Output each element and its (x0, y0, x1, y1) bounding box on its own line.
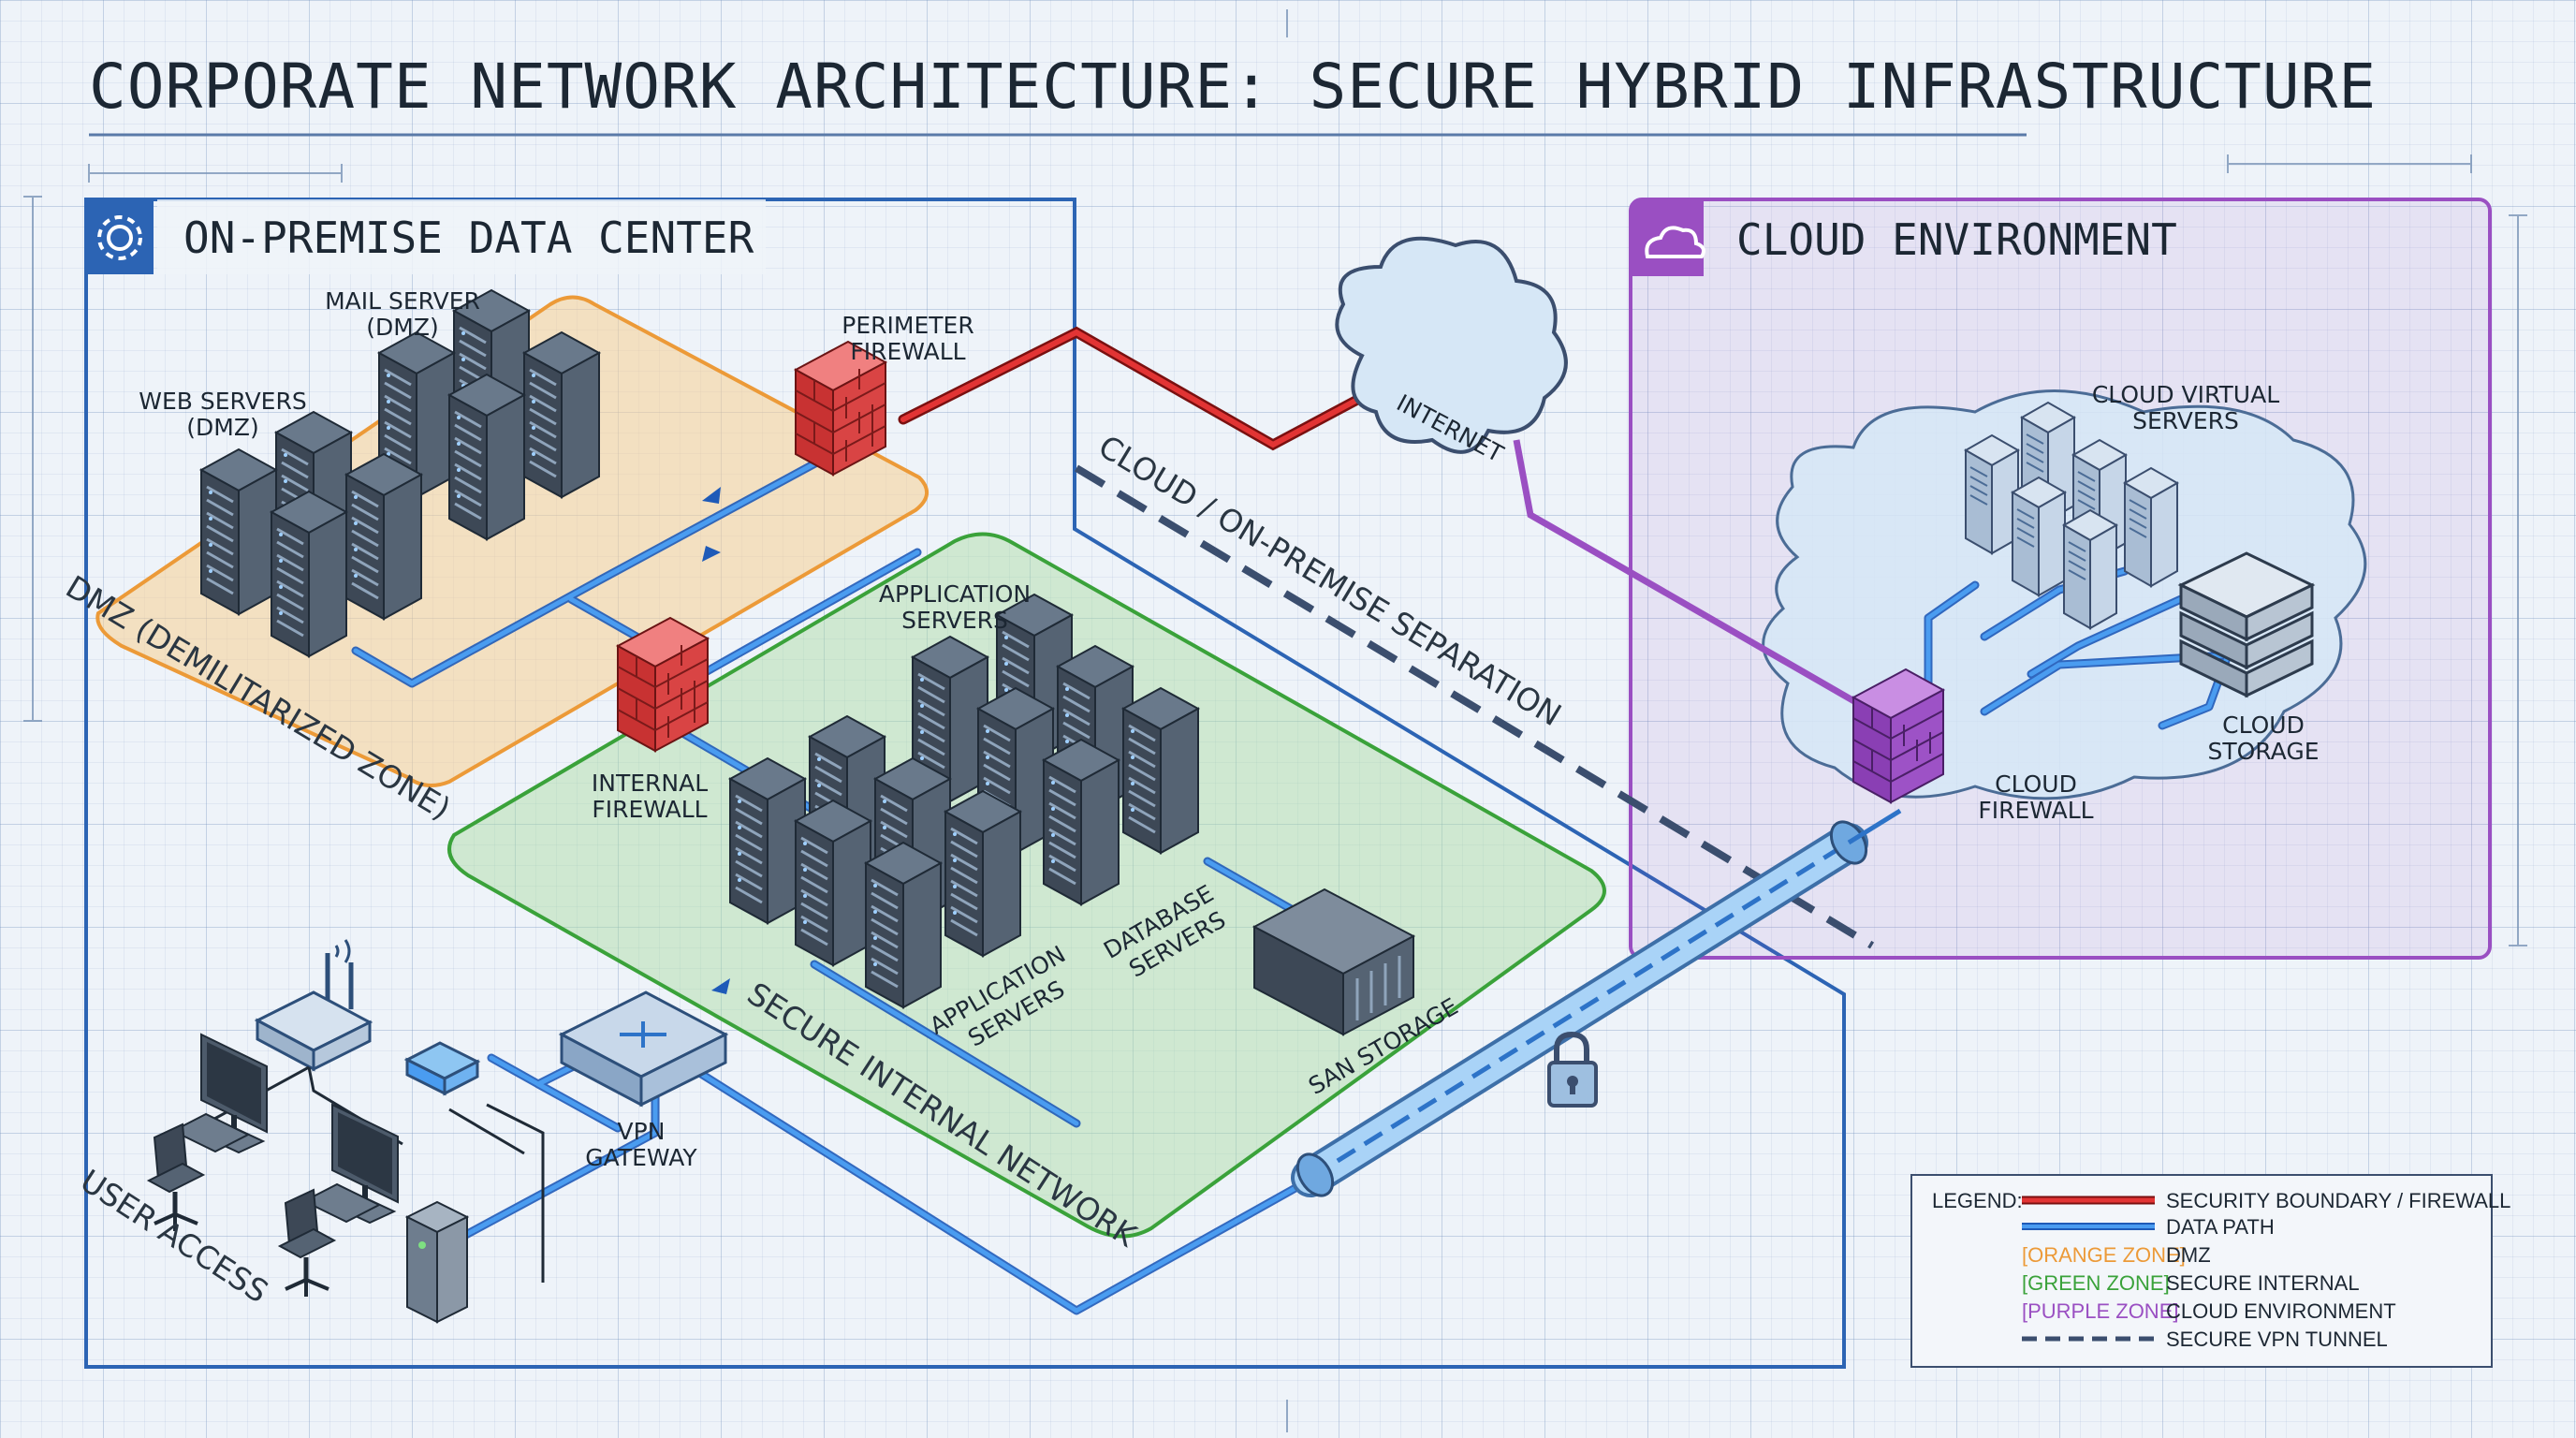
legend-item-internal: SECURE INTERNAL (2166, 1271, 2360, 1295)
app-servers-top-sublabel: SERVERS (901, 607, 1008, 634)
internet-link-outline (898, 326, 1419, 451)
legend-item-firewall: SECURITY BOUNDARY / FIREWALL (2166, 1189, 2510, 1212)
dmz-zone (95, 295, 929, 787)
internal-zone (447, 532, 1606, 1239)
data-paths (353, 456, 2231, 1313)
lock-icon (1547, 1031, 1598, 1108)
legend: LEGEND: SECURITY BOUNDARY / FIREWALL DAT… (1910, 1174, 2510, 1368)
legend-tag-dmz: [ORANGE ZONE] (2022, 1243, 2186, 1267)
cloud-firewall-label: CLOUD (1995, 770, 2077, 798)
perimeter-firewall-sublabel: FIREWALL (850, 338, 965, 365)
flow-arrows (702, 487, 730, 994)
app-servers-top-label: APPLICATION (879, 580, 1031, 608)
vpn-tunnel (1291, 808, 1902, 1197)
vpn-gateway-label: VPN (618, 1118, 666, 1145)
perimeter-firewall-label: PERIMETER (842, 312, 973, 339)
legend-item-data-path: DATA PATH (2166, 1215, 2275, 1239)
wifi-router (254, 939, 373, 1072)
cloud-vs-label: CLOUD VIRTUAL (2092, 381, 2279, 408)
cloud-link (1513, 439, 1874, 715)
desktop-tower (404, 1200, 470, 1324)
keyboard-1 (170, 1112, 251, 1153)
legend-tag-cloud: [PURPLE ZONE] (2022, 1299, 2178, 1323)
vpn-gateway-sublabel: GATEWAY (585, 1144, 697, 1171)
cloud-icon (1645, 226, 1705, 258)
legend-heading: LEGEND: (1932, 1189, 2023, 1212)
onprem-zone-title: ON-PREMISE DATA CENTER (183, 213, 754, 263)
separation-line (1074, 464, 1875, 949)
network-switch (403, 1041, 481, 1096)
internet-cloud (1335, 236, 1568, 454)
cloud-zone-title: CLOUD ENVIRONMENT (1736, 214, 2177, 265)
legend-tag-internal: [GREEN ZONE] (2022, 1271, 2170, 1295)
gear-icon-bg (86, 199, 154, 274)
cloud-storage (2177, 551, 2316, 698)
web-servers-sublabel: (DMZ) (186, 414, 258, 441)
database-servers (1042, 738, 1120, 906)
mail-server-label: MAIL SERVER (325, 287, 480, 315)
cloud-storage-sublabel: STORAGE (2207, 738, 2319, 765)
onprem-zone-border (84, 198, 1846, 1369)
cloud-vs-sublabel: SERVERS (2132, 407, 2239, 434)
internal-firewall-sublabel: FIREWALL (592, 796, 707, 823)
internal-firewall (617, 617, 709, 752)
legend-item-cloud: CLOUD ENVIRONMENT (2166, 1299, 2396, 1323)
internal-firewall-label: INTERNAL (592, 770, 708, 797)
legend-item-vpn: SECURE VPN TUNNEL (2166, 1328, 2388, 1351)
keyboard-2 (301, 1182, 382, 1224)
page-title: CORPORATE NETWORK ARCHITECTURE: SECURE H… (89, 51, 2377, 123)
vpn-gateway (558, 990, 729, 1108)
mail-server-sublabel: (DMZ) (366, 314, 438, 341)
legend-item-dmz: DMZ (2166, 1243, 2211, 1267)
san-storage (1251, 888, 1416, 1036)
cloud-storage-label: CLOUD (2222, 712, 2305, 739)
cloud-firewall-sublabel: FIREWALL (1978, 797, 2093, 824)
gear-icon (97, 215, 142, 260)
internet-link (900, 329, 1416, 448)
onprem-title-bg (157, 199, 766, 274)
cloud-firewall (1851, 668, 1946, 804)
web-servers-label: WEB SERVERS (139, 388, 306, 415)
cloud-icon-bg (1632, 201, 1704, 276)
